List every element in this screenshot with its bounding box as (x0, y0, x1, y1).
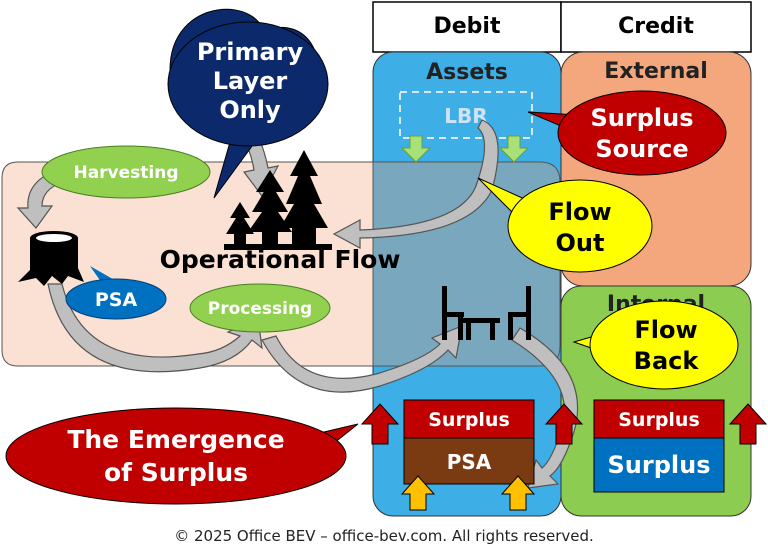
header-credit: Credit (560, 1, 752, 53)
internal-surplus-blue-box: Surplus (593, 437, 725, 493)
orange-up-arrow-right (500, 475, 536, 511)
assets-surplus-label: Surplus (428, 409, 510, 431)
callout-primary-line1: Primary (197, 38, 304, 66)
furniture-icon (442, 286, 531, 340)
harvesting-node: Harvesting (41, 145, 211, 199)
callout-flow-out: Flow Out (477, 177, 653, 273)
internal-surplus-box: Surplus (593, 399, 725, 439)
stump-icon (18, 231, 84, 286)
header-credit-label: Credit (618, 14, 694, 39)
arrow-lbr-to-trees (332, 119, 499, 250)
header-debit: Debit (372, 1, 562, 53)
callout-surplus-source: Surplus Source (527, 90, 727, 176)
header-debit-label: Debit (434, 14, 501, 39)
lbr-down-arrow-right (498, 135, 530, 163)
assets-title: Assets (426, 60, 508, 85)
footer-copyright: © 2025 Office BEV – office-bev.com. All … (174, 527, 594, 545)
callout-emergence: The Emergence of Surplus (5, 407, 359, 505)
callout-flowback-line2: Back (634, 347, 700, 375)
assets-psa-label: PSA (447, 450, 492, 474)
psa-bubble-label: PSA (95, 289, 138, 311)
red-up-arrow-right (728, 403, 768, 445)
callout-flow-back: Flow Back (572, 300, 739, 390)
callout-flowout-line1: Flow (548, 198, 611, 226)
internal-surplus-blue-label: Surplus (608, 451, 711, 479)
callout-primary-layer: Primary Layer Only (167, 8, 329, 199)
callout-primary-line2: Layer (213, 67, 288, 95)
operational-flow-label: Operational Flow (160, 245, 401, 274)
external-title: External (604, 59, 708, 84)
harvesting-label: Harvesting (73, 163, 178, 183)
red-up-arrow-middle (544, 403, 584, 445)
red-up-arrow-left (360, 403, 400, 445)
callout-surplus-line2: Source (595, 135, 688, 163)
callout-emergence-line1: The Emergence (67, 425, 284, 454)
callout-surplus-line1: Surplus (591, 104, 694, 132)
orange-up-arrow-left (400, 475, 436, 511)
internal-surplus-label: Surplus (618, 409, 700, 431)
callout-flowout-line2: Out (556, 229, 605, 257)
callout-flowback-line1: Flow (634, 316, 697, 344)
lbr-down-arrow-left (400, 135, 432, 163)
processing-label: Processing (208, 299, 312, 319)
assets-psa-box: PSA (403, 437, 535, 485)
callout-emergence-line2: of Surplus (104, 458, 248, 487)
assets-surplus-box: Surplus (403, 399, 535, 439)
trees-icon (224, 150, 332, 250)
processing-node: Processing (189, 283, 331, 333)
psa-bubble: PSA (65, 266, 167, 320)
arrow-harvest-to-stump (16, 171, 64, 229)
callout-primary-line3: Only (219, 96, 281, 124)
